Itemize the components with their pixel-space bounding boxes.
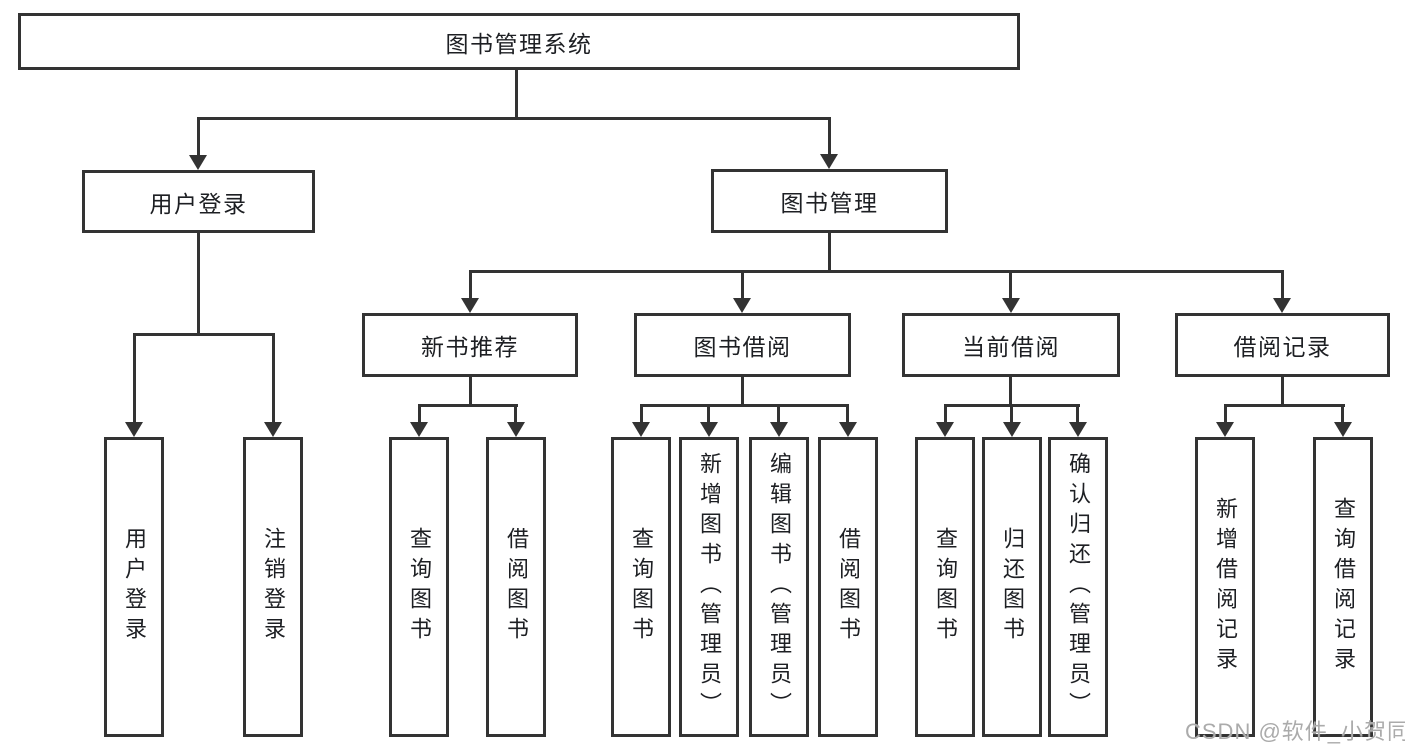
leaf-query-books-recommend: 查询图书 [389,437,449,737]
arrowhead [820,154,838,169]
connector [197,117,831,120]
leaf-label: 确认归还（管理员） [1066,452,1091,722]
arrowhead [733,298,751,313]
connector [197,117,200,155]
node-book-borrowing: 图书借阅 [634,313,851,377]
node-label: 图书管理 [780,190,879,216]
leaf-query-books-current: 查询图书 [915,437,975,737]
leaf-label: 查询图书 [629,527,654,647]
arrowhead [1216,422,1234,437]
node-label: 图书管理系统 [445,30,593,57]
connector [944,404,947,424]
node-label: 用户登录 [149,190,248,217]
leaf-label: 新增借阅记录 [1213,497,1238,677]
connector [1076,404,1079,424]
leaf-label: 新增图书（管理员） [697,452,722,722]
arrowhead [1273,298,1291,313]
arrowhead [507,422,525,437]
arrowhead [125,422,143,437]
connector [1224,404,1345,407]
leaf-return-books: 归还图书 [982,437,1042,737]
leaf-borrow-books-recommend: 借阅图书 [486,437,546,737]
arrowhead [632,422,650,437]
connector [1281,270,1284,298]
connector [1281,377,1284,407]
leaf-query-borrow-record: 查询借阅记录 [1313,437,1373,737]
leaf-add-books-admin: 新增图书（管理员） [679,437,739,737]
arrowhead [1003,422,1021,437]
arrowhead [1334,422,1352,437]
leaf-label: 用户登录 [122,527,147,647]
arrowhead [264,422,282,437]
leaf-query-books-borrowing: 查询图书 [611,437,671,737]
connector [777,404,780,424]
node-label: 借阅记录 [1233,334,1332,360]
connector [741,377,744,407]
arrowhead [410,422,428,437]
arrowhead [1069,422,1087,437]
connector [1010,404,1013,424]
node-current-borrowing: 当前借阅 [902,313,1120,377]
leaf-label: 查询图书 [407,527,432,647]
connector [640,404,849,407]
connector [418,404,421,424]
leaf-label: 注销登录 [261,527,286,647]
connector [741,270,744,298]
node-label: 当前借阅 [962,334,1060,360]
node-book-management: 图书管理 [711,169,948,233]
leaf-borrow-books-borrowing: 借阅图书 [818,437,878,737]
csdn-watermark: CSDN @软件_小贺同学 [1185,719,1405,744]
leaf-label: 借阅图书 [836,527,861,647]
connector [1009,377,1012,407]
arrowhead [770,422,788,437]
leaf-add-borrow-record: 新增借阅记录 [1195,437,1255,737]
connector [1009,270,1012,298]
node-library-management-system: 图书管理系统 [18,13,1020,70]
leaf-label: 借阅图书 [504,527,529,647]
connector [828,233,831,273]
connector [469,270,1284,273]
arrowhead [936,422,954,437]
connector [133,333,136,422]
node-label: 新书推荐 [421,334,519,360]
connector [514,404,517,424]
connector [197,233,200,336]
leaf-label: 编辑图书（管理员） [767,452,792,722]
connector [828,117,831,154]
connector [846,404,849,424]
connector [469,270,472,298]
connector [133,333,275,336]
arrowhead [700,422,718,437]
arrowhead [1002,298,1020,313]
node-label: 图书借阅 [693,334,792,360]
node-borrowing-records: 借阅记录 [1175,313,1390,377]
node-user-login: 用户登录 [82,170,315,233]
leaf-label: 归还图书 [1000,527,1025,647]
leaf-confirm-return-admin: 确认归还（管理员） [1048,437,1108,737]
leaf-label: 查询图书 [933,527,958,647]
connector [418,404,518,407]
connector [1341,404,1344,424]
leaf-label: 查询借阅记录 [1331,497,1356,677]
leaf-user-login: 用户登录 [104,437,164,737]
arrowhead [189,155,207,170]
leaf-edit-books-admin: 编辑图书（管理员） [749,437,809,737]
node-new-book-recommendation: 新书推荐 [362,313,578,377]
connector [515,70,518,118]
arrowhead [461,298,479,313]
arrowhead [839,422,857,437]
leaf-logout: 注销登录 [243,437,303,737]
connector [1224,404,1227,424]
connector [640,404,643,424]
connector [272,333,275,422]
connector [469,377,472,407]
connector [707,404,710,424]
